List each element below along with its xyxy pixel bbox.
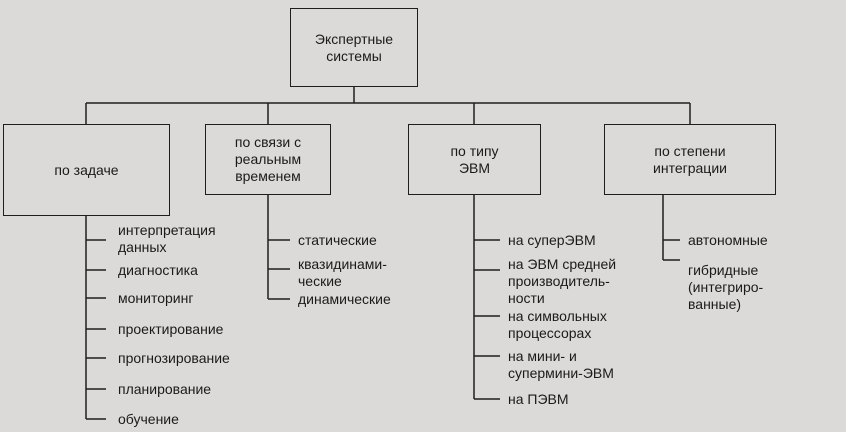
leaf-item: на суперЭВМ xyxy=(508,232,596,248)
leaf-item: на ПЭВМ xyxy=(508,391,569,407)
category-task: по задаче xyxy=(3,124,170,216)
leaf-item: статические xyxy=(298,232,377,248)
category-integration: по степени интеграции xyxy=(604,124,776,195)
leaf-item: прогнозирование xyxy=(118,350,230,366)
leaf-item: на ЭВМ средней производитель- ности xyxy=(508,256,617,306)
root-label: Экспертные системы xyxy=(314,30,394,64)
connector-lines xyxy=(85,87,691,420)
category-label: по связи с реальным временем xyxy=(234,134,302,184)
leaf-item: интерпретация данных xyxy=(118,222,216,255)
category-label: по степени интеграции xyxy=(653,142,727,176)
leaf-item: квазидинами- ческие xyxy=(298,256,387,289)
category-label: по типу ЭВМ xyxy=(450,142,499,176)
leaf-item: на символьных процессорах xyxy=(508,308,607,341)
leaf-item: планирование xyxy=(118,381,212,397)
root-node: Экспертные системы xyxy=(290,8,418,87)
category-label: по задаче xyxy=(54,161,119,178)
leaf-item: проектирование xyxy=(118,321,224,337)
leaf-item: мониторинг xyxy=(118,290,194,306)
leaf-item: на мини- и супермини-ЭВМ xyxy=(508,348,614,381)
category-computer-type: по типу ЭВМ xyxy=(408,124,541,195)
leaf-item: обучение xyxy=(118,411,179,427)
leaf-item: диагностика xyxy=(118,262,198,278)
leaf-item: гибридные (интегриро- ванные) xyxy=(688,262,764,312)
leaf-item: динамические xyxy=(298,291,391,307)
category-realtime: по связи с реальным временем xyxy=(205,124,331,195)
leaf-item: автономные xyxy=(688,232,768,248)
